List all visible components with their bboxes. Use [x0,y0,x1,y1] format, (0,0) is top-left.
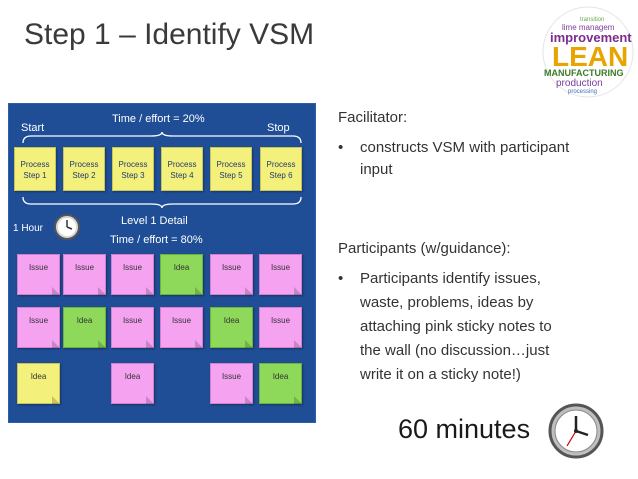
facilitator-bullet-line: constructs VSM with participant [360,139,570,156]
participants-line: the wall (no discussion…just [360,342,550,359]
sticky-note: Issue [111,254,154,295]
sticky-note: Idea [259,363,302,404]
clock-icon [54,214,80,240]
participants-line: write it on a sticky note!) [360,366,521,383]
svg-text:lime managem: lime managem [562,23,615,32]
participants-line: attaching pink sticky notes to [360,318,552,335]
top-brace [22,132,302,144]
time-bottom-label: Time / effort = 80% [110,234,203,246]
sticky-note: Issue [17,254,60,295]
sticky-note: Idea [111,363,154,404]
bullet-dot: • [338,139,344,156]
duration-label: 60 minutes [398,414,531,444]
sticky-note: Issue [160,307,203,348]
level-label: Level 1 Detail [121,215,188,227]
sticky-note: Issue [210,363,253,404]
participants-line: waste, problems, ideas by [360,294,534,311]
bullet-dot: • [338,270,344,287]
sticky-note: Idea [17,363,60,404]
sticky-note: Issue [63,254,106,295]
facilitator-bullet-line: input [360,161,393,178]
svg-text:LEAN: LEAN [552,41,628,72]
sticky-note: Issue [259,254,302,295]
sticky-note: Issue [17,307,60,348]
slide-title: Step 1 – Identify VSM [24,18,315,51]
large-clock-icon [548,403,604,459]
lean-logo: transition lime managem improvement LEAN… [542,6,634,98]
svg-text:improvement: improvement [550,30,632,45]
sticky-note: Issue [259,307,302,348]
sticky-note: Issue [210,254,253,295]
svg-text:transition: transition [580,17,604,23]
svg-text:production: production [556,78,603,89]
bottom-brace [22,196,302,208]
sticky-note: Idea [63,307,106,348]
time-top-label: Time / effort = 20% [112,113,205,125]
sticky-note: Issue [111,307,154,348]
sticky-note: Idea [210,307,253,348]
svg-text:MANUFACTURING: MANUFACTURING [544,68,624,78]
sticky-note: Idea [160,254,203,295]
svg-text:processing: processing [568,89,597,95]
hour-label: 1 Hour [13,223,44,234]
participants-heading: Participants (w/guidance): [338,240,511,257]
stop-label: Stop [267,122,290,134]
facilitator-heading: Facilitator: [338,109,408,126]
start-label: Start [21,122,45,134]
participants-line: Participants identify issues, [360,270,541,287]
